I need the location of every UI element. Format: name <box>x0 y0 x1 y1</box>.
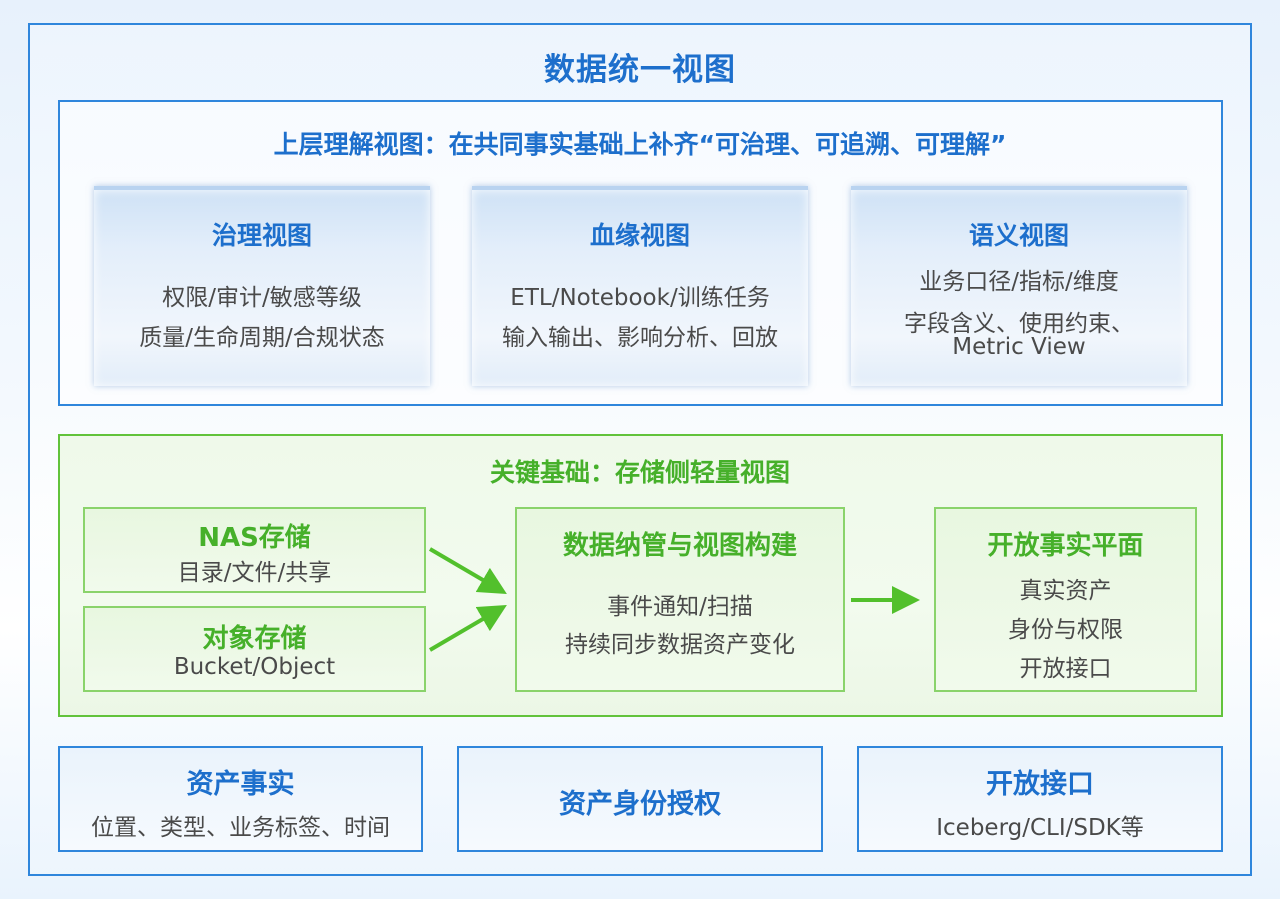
open-interface-box: 开放接口 Iceberg/CLI/SDK等 <box>857 746 1223 852</box>
foundation-title: 关键基础：存储侧轻量视图 <box>489 458 790 487</box>
lineage-view-line: 输入输出、影响分析、回放 <box>502 325 778 351</box>
lineage-view-title: 血缘视图 <box>589 221 690 250</box>
lineage-view-line: ETL/Notebook/训练任务 <box>510 285 770 311</box>
open-fact-plane-box: 开放事实平面 真实资产 身份与权限 开放接口 <box>934 507 1197 692</box>
semantic-view-line: 业务口径/指标/维度 <box>919 269 1119 295</box>
object-storage-title: 对象存储 <box>202 624 307 654</box>
nas-storage-line: 目录/文件/共享 <box>177 560 332 586</box>
asset-identity-title: 资产身份授权 <box>559 789 721 820</box>
nas-storage-title: NAS存储 <box>198 523 311 553</box>
asset-identity-box: 资产身份授权 <box>457 746 823 852</box>
open-fact-plane-line: 身份与权限 <box>1008 617 1123 643</box>
asset-facts-line: 位置、类型、业务标签、时间 <box>91 815 390 841</box>
governance-view-card: 治理视图 权限/审计/敏感等级 质量/生命周期/合规状态 <box>94 186 430 386</box>
open-fact-plane-line: 真实资产 <box>1019 578 1112 604</box>
semantic-view-line: 字段含义、使用约束、 <box>904 311 1134 337</box>
open-interface-line: Iceberg/CLI/SDK等 <box>936 815 1144 841</box>
upper-view-title: 上层理解视图：在共同事实基础上补齐“可治理、可追溯、可理解” <box>273 130 1007 159</box>
asset-facts-title: 资产事实 <box>186 769 295 800</box>
governance-view-line: 质量/生命周期/合规状态 <box>139 325 385 351</box>
governance-view-title: 治理视图 <box>211 221 312 250</box>
open-fact-plane-title: 开放事实平面 <box>987 531 1144 561</box>
semantic-view-line: Metric View <box>952 334 1086 360</box>
data-management-title: 数据纳管与视图构建 <box>562 531 797 561</box>
object-storage-box: 对象存储 Bucket/Object <box>83 606 426 692</box>
nas-storage-box: NAS存储 目录/文件/共享 <box>83 507 426 593</box>
data-management-line: 持续同步数据资产变化 <box>565 632 795 658</box>
asset-facts-box: 资产事实 位置、类型、业务标签、时间 <box>58 746 423 852</box>
object-storage-line: Bucket/Object <box>173 654 336 680</box>
open-interface-title: 开放接口 <box>986 769 1094 800</box>
data-management-line: 事件通知/扫描 <box>607 594 753 620</box>
lineage-view-card: 血缘视图 ETL/Notebook/训练任务 输入输出、影响分析、回放 <box>472 186 808 386</box>
semantic-view-title: 语义视图 <box>968 221 1069 250</box>
semantic-view-card: 语义视图 业务口径/指标/维度 字段含义、使用约束、 Metric View <box>851 186 1187 386</box>
open-fact-plane-line: 开放接口 <box>1019 656 1112 682</box>
data-management-box: 数据纳管与视图构建 事件通知/扫描 持续同步数据资产变化 <box>515 507 845 692</box>
diagram-title: 数据统一视图 <box>544 52 736 88</box>
governance-view-line: 权限/审计/敏感等级 <box>162 285 362 311</box>
